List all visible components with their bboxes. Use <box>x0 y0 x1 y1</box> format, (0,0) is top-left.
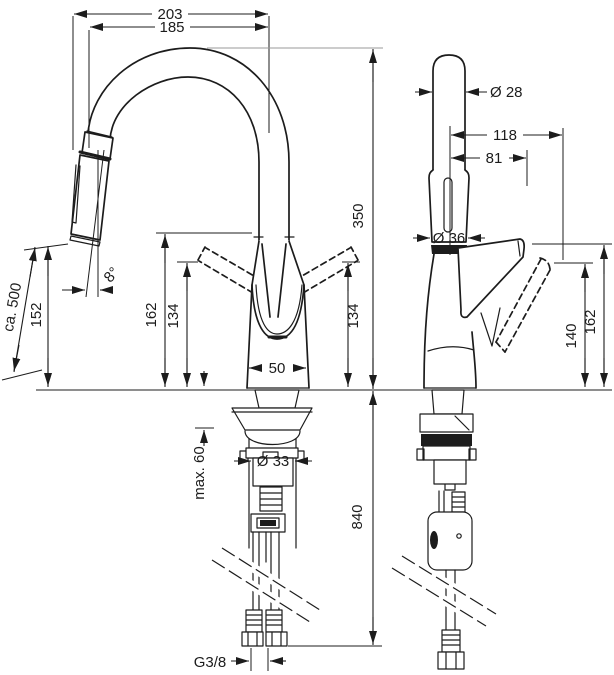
dim-label-50: 50 <box>269 360 286 377</box>
lever-open-side-dashed <box>495 257 551 353</box>
dim-lever-height-162: 162 <box>532 243 612 387</box>
spray-select-slot <box>443 177 453 233</box>
dim-label-max60: max. 60 <box>191 446 208 499</box>
lever-closed-side <box>458 239 525 318</box>
dim-spout-height: 350 <box>207 47 383 389</box>
undercounter-front <box>209 389 323 647</box>
spout-arc <box>88 48 289 242</box>
dim-front-162: 162 <box>143 232 252 387</box>
dim-body-diameter: Ø 36 <box>413 230 485 247</box>
dim-label-o33: Ø 33 <box>257 453 290 470</box>
dim-label-203: 203 <box>157 6 182 23</box>
front-view <box>69 47 359 647</box>
dim-label-162-side: 162 <box>582 309 599 334</box>
dim-label-162-front: 162 <box>143 302 160 327</box>
dim-head-diameter: Ø 28 <box>415 84 523 101</box>
dim-counter-thickness: max. 60 <box>191 371 214 500</box>
dim-label-134-left: 134 <box>165 303 182 328</box>
dim-label-g38: G3/8 <box>194 654 227 671</box>
dim-front-134-right: 134 <box>342 261 362 387</box>
spray-head-side <box>429 170 469 242</box>
dim-lever-height-140: 140 <box>554 262 593 387</box>
dim-label-8deg: 8° <box>101 264 123 286</box>
dim-label-134-right: 134 <box>345 303 362 328</box>
dim-reach-inner: 185 <box>88 19 268 148</box>
dim-label-81: 81 <box>486 150 503 167</box>
dim-label-118: 118 <box>493 127 517 144</box>
dim-lever-reach-81: 81 <box>451 150 528 186</box>
dim-hose-below: 840 <box>288 391 382 647</box>
dim-base-width: 50 <box>249 360 306 377</box>
dim-lever-reach-118: 118 <box>449 126 564 260</box>
dim-label-350: 350 <box>350 203 367 228</box>
dim-front-134-left: 134 <box>165 261 198 387</box>
dim-outlet-height: 152 <box>28 246 52 387</box>
lever-positions-front-dashed <box>197 246 359 294</box>
dim-label-185: 185 <box>159 19 184 36</box>
dim-shank-diameter: Ø 33 <box>234 453 312 470</box>
pullout-spray-head-front <box>69 130 114 247</box>
dim-label-o28: Ø 28 <box>490 84 523 101</box>
dim-connection-thread: G3/8 <box>194 648 286 671</box>
undercounter-side <box>389 389 499 670</box>
dim-label-840: 840 <box>349 504 366 529</box>
dim-label-o36: Ø 36 <box>433 230 466 247</box>
dim-reach-total: 203 <box>72 6 270 150</box>
dim-label-152: 152 <box>28 302 45 327</box>
dim-label-140: 140 <box>563 323 580 348</box>
riser-tube-side <box>433 55 465 170</box>
side-view <box>389 54 551 670</box>
dimension-lines: 203 185 350 840 <box>0 6 612 671</box>
